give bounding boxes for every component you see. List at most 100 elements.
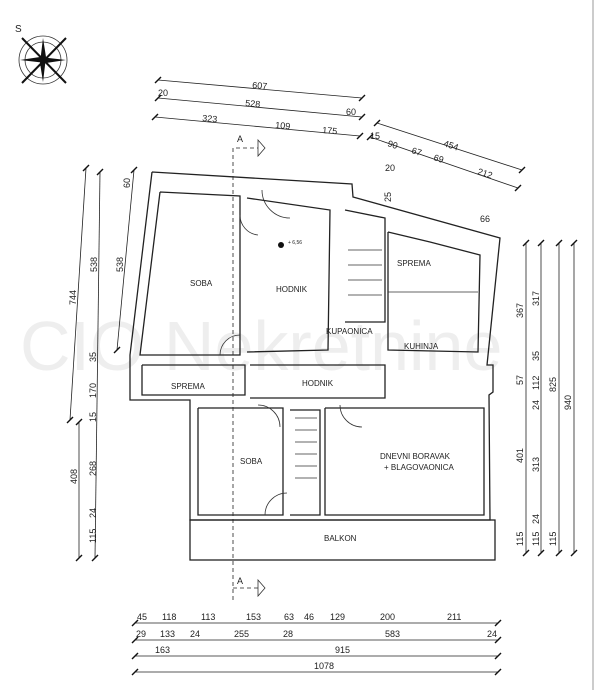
dim-label: 133	[160, 629, 175, 639]
elevation-marker-icon	[278, 242, 284, 248]
dim-label: 20	[158, 88, 168, 98]
dim-label: 825	[548, 377, 558, 392]
dimension-tick	[96, 168, 104, 176]
dimension-tick	[522, 239, 530, 247]
dim-label: 90	[386, 138, 399, 151]
dimension-tick	[494, 668, 502, 676]
dim-label: 313	[531, 457, 541, 472]
room-hodnik-upper: HODNIK	[276, 285, 308, 294]
dimension-tick	[154, 76, 162, 84]
dim-label: 528	[245, 98, 261, 109]
dim-label: 112	[531, 376, 541, 390]
section-line-a: A A	[232, 134, 266, 600]
dimension-tick	[82, 164, 90, 172]
dimensions-right: 367 57 401 115 317 35 112 24 313 24 115 …	[515, 239, 578, 557]
room-soba-lower: SOBA	[240, 457, 263, 466]
dim-label: 115	[548, 532, 558, 546]
dim-label: 153	[246, 612, 261, 622]
dimension-tick	[373, 119, 381, 127]
room-soba-upper: SOBA	[190, 279, 213, 288]
dim-label: 367	[515, 303, 525, 318]
dimension-tick	[518, 166, 526, 174]
room-blagovaonica: + BLAGOVAONICA	[384, 463, 455, 472]
dimension-tick	[356, 132, 364, 140]
walls	[129, 171, 501, 561]
dim-label: 268	[88, 461, 98, 476]
dim-label: 45	[137, 612, 147, 622]
dim-label: 28	[283, 629, 293, 639]
room-kupaonica: KUPAONICA	[326, 327, 373, 336]
dim-label: 24	[88, 508, 98, 518]
dim-label: 20	[385, 163, 395, 173]
dimensions-bottom: 45 118 113 153 63 46 129 200 211 29 133 …	[131, 612, 502, 676]
dimension-tick	[570, 239, 578, 247]
dim-label: 255	[234, 629, 249, 639]
dimension-tick	[131, 636, 139, 644]
dimension-tick	[522, 549, 530, 557]
dim-label: 35	[531, 351, 541, 361]
dimension-tick	[555, 549, 563, 557]
dim-label: 25	[383, 192, 393, 202]
dimension-tick	[537, 549, 545, 557]
elevation-label: + 6,56	[288, 240, 302, 246]
dimensions-top: 607 20 528 60 323 109 175 454 15 90 67 6…	[151, 76, 526, 224]
dimension-tick	[555, 239, 563, 247]
dim-label: 60	[346, 107, 356, 117]
dimensions-left: 744 538 35 170 15 268 24 115 408 60 538	[66, 164, 138, 562]
dim-label: 538	[115, 257, 125, 272]
compass-rose-icon: S	[15, 24, 68, 85]
dim-label: 323	[202, 113, 218, 124]
dimension-tick	[131, 619, 139, 627]
section-label-bottom: A	[237, 576, 243, 586]
dim-label: 115	[531, 532, 541, 546]
dim-label: 200	[380, 612, 395, 622]
dim-label: 35	[88, 352, 98, 362]
dim-label: 940	[563, 395, 573, 410]
dim-label: 24	[487, 629, 497, 639]
dim-label: 915	[335, 645, 350, 655]
dim-label: 29	[136, 629, 146, 639]
dim-label: 15	[370, 131, 380, 141]
dimension-tick	[537, 239, 545, 247]
dimension-tick	[494, 619, 502, 627]
section-label-top: A	[237, 134, 243, 144]
dim-label: 212	[476, 166, 493, 180]
room-sprema-right: SPREMA	[397, 259, 431, 268]
dim-label: 583	[385, 629, 400, 639]
dim-label: 163	[155, 645, 170, 655]
room-dnevni-boravak: DNEVNI BORAVAK	[380, 452, 451, 461]
dim-label: 211	[447, 612, 461, 622]
dim-label: 67	[410, 145, 423, 158]
dim-label: 66	[480, 214, 490, 224]
room-balkon: BALKON	[324, 534, 357, 543]
room-hodnik-middle: HODNIK	[302, 379, 334, 388]
dim-label: 24	[531, 514, 541, 524]
dim-label: 60	[122, 178, 132, 188]
dim-label: 46	[304, 612, 314, 622]
dim-label: 317	[531, 291, 541, 306]
room-kuhinja: KUHINJA	[404, 342, 439, 351]
dim-label: 24	[531, 400, 541, 410]
dim-label: 24	[190, 629, 200, 639]
dimension-tick	[91, 554, 99, 562]
dim-label: 115	[88, 529, 98, 543]
dim-label: 401	[515, 448, 525, 463]
dim-label: 113	[201, 612, 215, 622]
dimension-tick	[66, 416, 74, 424]
dim-label: 115	[515, 532, 525, 546]
dimension-tick	[366, 133, 374, 141]
compass-label: S	[15, 24, 22, 35]
dim-label: 15	[88, 412, 98, 422]
dim-label: 1078	[314, 661, 334, 671]
dim-label: 57	[515, 375, 525, 385]
dimension-tick	[358, 94, 366, 102]
dim-label: 170	[88, 383, 98, 398]
dim-label: 129	[330, 612, 345, 622]
dimension-tick	[113, 346, 121, 354]
dim-label: 63	[284, 612, 294, 622]
watermark: CIO Nekretnine	[20, 307, 502, 385]
dimension-tick	[130, 166, 138, 174]
dimension-tick	[514, 184, 522, 192]
